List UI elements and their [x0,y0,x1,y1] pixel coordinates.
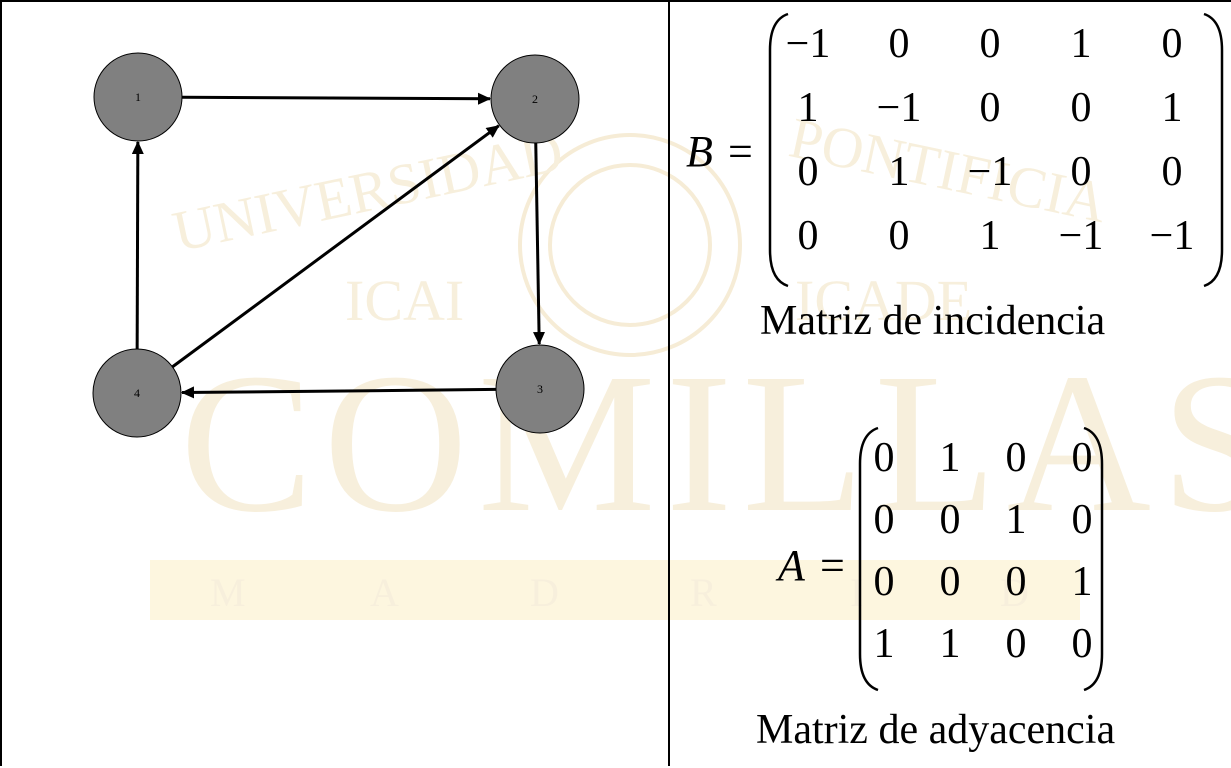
incidence-cell: 1 [797,85,819,131]
adjacency-equals-sign: = [820,541,845,590]
node-label: 4 [134,386,140,400]
node-label: 1 [135,90,141,104]
edge-2-to-3 [533,142,546,346]
edge-1-to-2 [181,92,492,105]
directed-graph: 1 2 3 4 [92,52,585,438]
adjacency-cell: 1 [1071,559,1093,605]
incidence-cell: 0 [1161,21,1183,67]
incidence-cell: 1 [1070,21,1092,67]
node-layer: 1 2 3 4 [92,52,585,438]
adjacency-cell: 0 [873,435,895,481]
incidence-cell: 1 [979,213,1001,259]
node-3: 3 [495,344,585,434]
adjacency-cell: 1 [939,435,961,481]
incidence-cell: 0 [888,21,910,67]
incidence-cell: 0 [1070,149,1092,195]
incidence-cell: 0 [1070,85,1092,131]
adjacency-left-bracket [858,426,879,692]
incidence-cell: 0 [797,213,819,259]
incidence-cell: 1 [888,149,910,195]
adjacency-cell: 0 [939,497,961,543]
incidence-cell: −1 [967,149,1013,195]
incidence-cell: 0 [979,21,1001,67]
incidence-right-bracket [1203,12,1224,288]
incidence-cell: 0 [1161,149,1183,195]
incidence-cell: 0 [979,85,1001,131]
adjacency-cell: 0 [873,497,895,543]
adjacency-cell: 0 [873,559,895,605]
edge-layer [131,92,546,399]
adjacency-cell: 1 [1005,497,1027,543]
edge-4-to-1 [131,140,144,350]
incidence-matrix: B = −1 0 0 1 0 1 −1 0 0 1 0 1 −1 0 0 0 0 1 −1 −1 Matriz de … [668,2,1231,344]
adjacency-cell: 0 [1071,435,1093,481]
node-label: 2 [532,92,538,106]
adjacency-cell: 1 [939,621,961,667]
incidence-matrix-name: B [686,127,713,176]
adjacency-cell: 0 [1071,621,1093,667]
incidence-cell: −1 [1058,213,1104,259]
incidence-cell: −1 [1149,213,1195,259]
node-4: 4 [92,348,182,438]
node-circle [490,54,580,144]
adjacency-cell: 0 [1005,559,1027,605]
edge-3-to-4 [180,386,497,399]
adjacency-matrix-name: A [778,541,805,590]
adjacency-caption: Matriz de adyacencia [756,707,1116,753]
node-circle [92,348,182,438]
adjacency-cell: 0 [1071,497,1093,543]
graph-panel: 1 2 3 4 [0,0,670,766]
adjacency-cell: 0 [1005,621,1027,667]
incidence-left-bracket [768,12,789,288]
incidence-cell: 0 [888,213,910,259]
adjacency-right-bracket [1083,426,1104,692]
incidence-cell: −1 [876,85,922,131]
incidence-caption: Matriz de incidencia [760,298,1106,344]
node-circle [93,52,183,142]
incidence-cell: 1 [1161,85,1183,131]
incidence-equals-sign: = [728,127,753,176]
incidence-cell: 0 [797,149,819,195]
node-2: 2 [490,54,580,144]
edge-4-to-2 [171,124,500,369]
adjacency-cell: 0 [939,559,961,605]
node-1: 1 [93,52,183,142]
incidence-cell: −1 [785,21,831,67]
adjacency-cell: 1 [873,621,895,667]
adjacency-cell: 0 [1005,435,1027,481]
node-circle [495,344,585,434]
node-label: 3 [537,382,543,396]
